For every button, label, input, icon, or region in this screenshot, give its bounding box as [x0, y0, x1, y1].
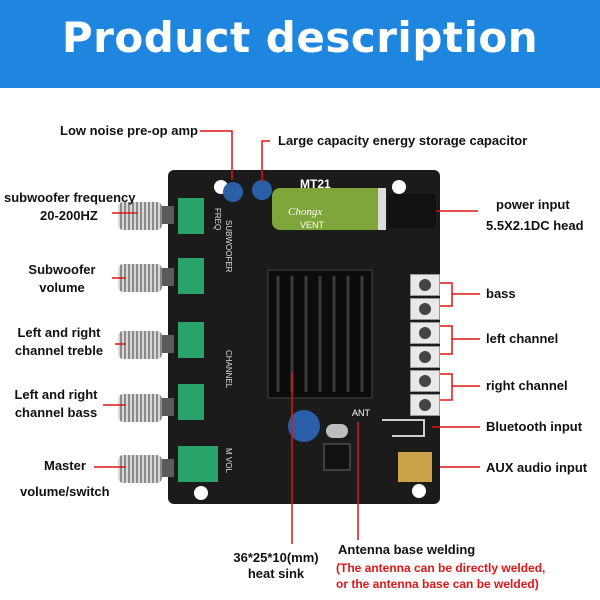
label-left-channel: left channel — [486, 331, 559, 346]
label-master-2: volume/switch — [20, 484, 110, 499]
potentiometer-icon — [178, 322, 204, 358]
leader-low-noise — [200, 130, 233, 180]
knob-shaft — [158, 268, 174, 286]
chip-icon — [323, 443, 351, 471]
leader-right-bracket — [440, 373, 453, 401]
label-treble-2: channel treble — [14, 343, 104, 358]
label-bass-ctrl-2: channel bass — [14, 405, 98, 420]
board-model: MT21 — [300, 177, 331, 191]
leader-left-bracket — [440, 325, 453, 355]
mount-hole — [412, 484, 426, 498]
label-master-1: Master — [44, 458, 86, 473]
aux-jack-icon — [398, 452, 432, 482]
label-heatsink-1: 36*25*10(mm) — [233, 550, 319, 565]
crystal-icon — [326, 424, 348, 438]
electrolytic-capacitor-icon — [288, 410, 320, 442]
capacitor-end — [378, 188, 386, 230]
knob-icon — [118, 394, 162, 422]
label-right-channel: right channel — [486, 378, 568, 393]
mount-hole — [392, 180, 406, 194]
label-power-1: power input — [496, 197, 570, 212]
silk-sub: SUBWOOFER — [224, 220, 233, 273]
potentiometer-icon — [178, 446, 218, 482]
knob-icon — [118, 331, 162, 359]
header-banner: Product description — [0, 0, 600, 88]
knob-icon — [118, 455, 162, 483]
leader-capacitor — [261, 140, 270, 182]
capacitor-icon — [272, 188, 384, 230]
screw-icon — [419, 327, 431, 339]
label-heatsink-2: heat sink — [247, 566, 305, 581]
leader-bass-bracket — [440, 282, 453, 307]
dc-jack-icon — [388, 194, 436, 228]
label-bass: bass — [486, 286, 516, 301]
label-antenna: Antenna base welding — [338, 542, 476, 557]
page-title: Product description — [61, 13, 539, 62]
label-bluetooth: Bluetooth input — [486, 419, 583, 434]
knob-icon — [118, 202, 162, 230]
knob-shaft — [158, 206, 174, 224]
small-capacitor-icon — [252, 180, 272, 200]
label-low-noise: Low noise pre-op amp — [60, 123, 198, 138]
silk-freq: FREQ — [213, 208, 222, 230]
potentiometer-icon — [178, 258, 204, 294]
antenna-silk: ANT — [352, 408, 371, 418]
small-capacitor-icon — [223, 182, 243, 202]
knob-shaft — [158, 398, 174, 416]
label-capacitor: Large capacity energy storage capacitor — [278, 133, 528, 148]
screw-icon — [419, 351, 431, 363]
knob-shaft — [158, 335, 174, 353]
capacitor-brand: Chongx — [288, 206, 322, 218]
screw-icon — [419, 303, 431, 315]
silk-mvol: M VOL — [224, 448, 233, 473]
label-sub-freq-2: 20-200HZ — [40, 208, 98, 223]
label-sub-vol-2: volume — [39, 280, 85, 295]
silk-channel: CHANNEL — [224, 350, 233, 389]
heat-sink-fins — [276, 276, 364, 392]
mount-hole — [194, 486, 208, 500]
label-antenna-note-2: or the antenna base can be welded) — [336, 577, 539, 591]
label-sub-freq-1: subwoofer frequency — [4, 190, 136, 205]
antenna-trace — [382, 419, 425, 437]
label-sub-vol-1: Subwoofer — [28, 262, 96, 277]
screw-icon — [419, 375, 431, 387]
potentiometer-icon — [178, 384, 204, 420]
potentiometer-icon — [178, 198, 204, 234]
screw-icon — [419, 279, 431, 291]
label-bass-ctrl-1: Left and right — [14, 387, 98, 402]
label-antenna-note-1: (The antenna can be directly welded, — [336, 561, 546, 575]
label-power-2: 5.5X2.1DC head — [486, 218, 584, 233]
screw-icon — [419, 399, 431, 411]
label-aux: AUX audio input — [486, 460, 588, 475]
knob-shaft — [158, 459, 174, 477]
capacitor-vent: VENT — [300, 220, 325, 230]
label-treble-1: Left and right — [17, 325, 101, 340]
